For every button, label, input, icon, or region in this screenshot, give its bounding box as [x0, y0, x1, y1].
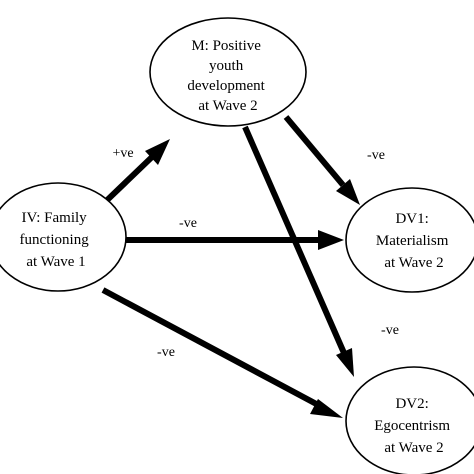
node-iv-line-1: IV: Family — [22, 210, 88, 226]
node-dv2-label: DV2: Egocentrism at Wave 2 — [374, 396, 454, 456]
node-mediator-line-2: youth — [209, 58, 244, 74]
node-dv2-line-1: DV2: — [395, 396, 428, 412]
edge-iv-to-mediator-arrowhead — [145, 139, 170, 165]
edge-mediator-to-dv1-arrowhead — [336, 179, 360, 205]
node-dv1-label: DV1: Materialism at Wave 2 — [376, 211, 452, 271]
node-dv1-ellipse — [345, 187, 474, 293]
edge-mediator-to-dv2 — [242, 125, 347, 355]
node-dv1-line-1: DV1: — [395, 211, 428, 227]
edge-label-iv-to-mediator: +ve — [112, 146, 133, 161]
node-mediator: M: Positive youth development at Wave 2 — [149, 17, 307, 127]
node-mediator-ellipse — [149, 17, 307, 127]
edge-label-iv-to-dv1: -ve — [179, 216, 197, 231]
node-iv-line-2: functioning — [20, 232, 90, 248]
node-iv-ellipse — [0, 182, 127, 292]
node-mediator-line-1: M: Positive — [191, 38, 261, 54]
node-dv1-line-2: Materialism — [376, 233, 449, 249]
edge-iv-to-dv2-arrowhead — [310, 399, 343, 418]
edge-mediator-to-dv2-arrowhead — [336, 348, 354, 377]
node-mediator-label: M: Positive youth development at Wave 2 — [187, 38, 268, 114]
edge-iv-to-mediator — [99, 154, 155, 208]
node-dv1-line-3: at Wave 2 — [384, 255, 443, 271]
edge-label-mediator-to-dv1: -ve — [367, 148, 385, 163]
node-dv1: DV1: Materialism at Wave 2 — [345, 187, 474, 293]
edge-label-mediator-to-dv2: -ve — [381, 323, 399, 338]
edges — [99, 115, 360, 418]
node-iv-line-3: at Wave 1 — [26, 254, 85, 270]
edge-iv-to-dv1-arrowhead — [318, 230, 344, 250]
edge-iv-to-dv2 — [101, 287, 324, 410]
edge-mediator-to-dv1 — [283, 115, 346, 187]
node-iv-label: IV: Family functioning at Wave 1 — [20, 210, 93, 270]
node-dv2-ellipse — [345, 366, 474, 474]
node-dv2: DV2: Egocentrism at Wave 2 — [345, 366, 474, 474]
node-dv2-line-2: Egocentrism — [374, 418, 450, 434]
node-iv: IV: Family functioning at Wave 1 — [0, 182, 127, 292]
node-mediator-line-4: at Wave 2 — [198, 98, 257, 114]
node-dv2-line-3: at Wave 2 — [384, 440, 443, 456]
edge-labels: +ve -ve -ve -ve -ve — [112, 146, 399, 360]
edge-label-iv-to-dv2: -ve — [157, 345, 175, 360]
node-mediator-line-3: development — [187, 78, 265, 94]
